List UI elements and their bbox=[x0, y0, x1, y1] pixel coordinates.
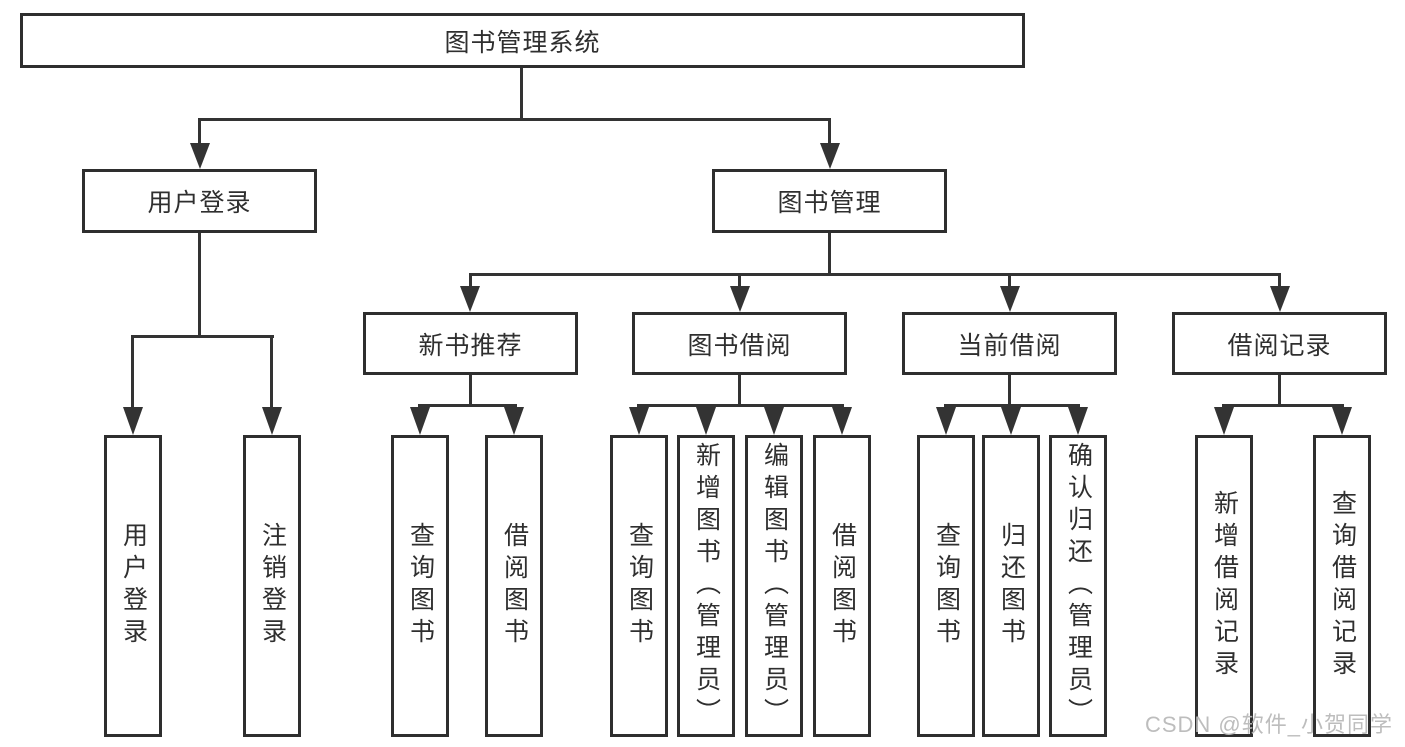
connector-line bbox=[520, 67, 523, 120]
node-library-management-system: 图书管理系统 bbox=[20, 13, 1025, 68]
connector-line bbox=[418, 404, 517, 407]
node-return-book: 归还图书 bbox=[982, 435, 1040, 737]
connector-line bbox=[944, 404, 1080, 407]
connector-line bbox=[1008, 374, 1011, 406]
connector-line bbox=[131, 335, 274, 338]
node-query-books-borrow: 查询图书 bbox=[610, 435, 668, 737]
node-add-book-admin: 新增图书（管理员） bbox=[677, 435, 735, 737]
node-book-borrowing: 图书借阅 bbox=[632, 312, 847, 375]
connector-line bbox=[270, 335, 273, 411]
arrowhead-down-icon bbox=[820, 143, 840, 169]
arrowhead-down-icon bbox=[190, 143, 210, 169]
arrowhead-down-icon bbox=[262, 407, 282, 435]
arrowhead-down-icon bbox=[1068, 407, 1088, 435]
arrowhead-down-icon bbox=[460, 286, 480, 312]
arrowhead-down-icon bbox=[1332, 407, 1352, 435]
node-confirm-return-admin: 确认归还（管理员） bbox=[1049, 435, 1107, 737]
arrowhead-down-icon bbox=[832, 407, 852, 435]
connector-line bbox=[198, 118, 201, 146]
connector-line bbox=[469, 374, 472, 406]
node-borrow-books-recommend: 借阅图书 bbox=[485, 435, 543, 737]
arrowhead-down-icon bbox=[504, 407, 524, 435]
node-book-management: 图书管理 bbox=[712, 169, 947, 233]
arrowhead-down-icon bbox=[629, 407, 649, 435]
arrowhead-down-icon bbox=[936, 407, 956, 435]
connector-line bbox=[131, 335, 134, 411]
connector-line bbox=[828, 232, 831, 276]
node-logout: 注销登录 bbox=[243, 435, 301, 737]
connector-line bbox=[738, 273, 741, 289]
arrowhead-down-icon bbox=[1001, 407, 1021, 435]
node-borrow-books: 借阅图书 bbox=[813, 435, 871, 737]
connector-line bbox=[1222, 404, 1344, 407]
node-user-login: 用户登录 bbox=[82, 169, 317, 233]
arrowhead-down-icon bbox=[764, 407, 784, 435]
node-current-borrowing: 当前借阅 bbox=[902, 312, 1117, 375]
arrowhead-down-icon bbox=[1000, 286, 1020, 312]
connector-line bbox=[469, 273, 472, 289]
node-query-borrow-record: 查询借阅记录 bbox=[1313, 435, 1371, 737]
arrowhead-down-icon bbox=[410, 407, 430, 435]
arrowhead-down-icon bbox=[696, 407, 716, 435]
node-query-books-recommend: 查询图书 bbox=[391, 435, 449, 737]
node-user-login-action: 用户登录 bbox=[104, 435, 162, 737]
connector-line bbox=[198, 118, 831, 121]
node-borrowing-records: 借阅记录 bbox=[1172, 312, 1387, 375]
connector-line bbox=[469, 273, 1281, 276]
node-query-books-current: 查询图书 bbox=[917, 435, 975, 737]
connector-line bbox=[738, 374, 741, 406]
arrowhead-down-icon bbox=[730, 286, 750, 312]
connector-line bbox=[1278, 374, 1281, 406]
connector-line bbox=[637, 404, 844, 407]
connector-line bbox=[198, 232, 201, 338]
node-add-borrow-record: 新增借阅记录 bbox=[1195, 435, 1253, 737]
node-new-book-recommendation: 新书推荐 bbox=[363, 312, 578, 375]
arrowhead-down-icon bbox=[1270, 286, 1290, 312]
node-edit-book-admin: 编辑图书（管理员） bbox=[745, 435, 803, 737]
connector-line bbox=[828, 118, 831, 146]
arrowhead-down-icon bbox=[1214, 407, 1234, 435]
connector-line bbox=[1278, 273, 1281, 289]
connector-line bbox=[1008, 273, 1011, 289]
csdn-watermark: CSDN @软件_小贺同学 bbox=[1144, 712, 1393, 737]
arrowhead-down-icon bbox=[123, 407, 143, 435]
